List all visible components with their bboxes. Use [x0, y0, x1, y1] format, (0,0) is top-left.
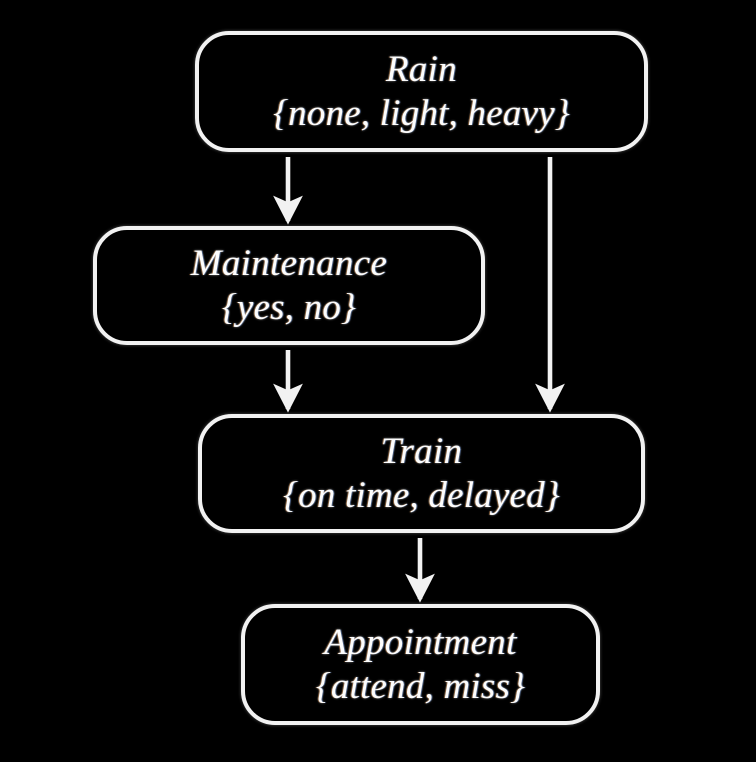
- node-appointment-label: Appointment: [324, 621, 517, 663]
- node-train[interactable]: Train {on time, delayed}: [198, 414, 645, 533]
- node-rain-label: Rain: [385, 48, 458, 90]
- node-rain[interactable]: Rain {none, light, heavy}: [195, 31, 648, 152]
- node-maintenance-label: Maintenance: [190, 242, 388, 284]
- node-appointment[interactable]: Appointment {attend, miss}: [241, 604, 600, 725]
- node-rain-domain: {none, light, heavy}: [273, 92, 570, 134]
- node-train-label: Train: [380, 430, 463, 472]
- node-appointment-domain: {attend, miss}: [315, 665, 526, 707]
- node-train-domain: {on time, delayed}: [283, 474, 560, 516]
- node-maintenance-domain: {yes, no}: [221, 286, 357, 328]
- node-maintenance[interactable]: Maintenance {yes, no}: [93, 226, 485, 345]
